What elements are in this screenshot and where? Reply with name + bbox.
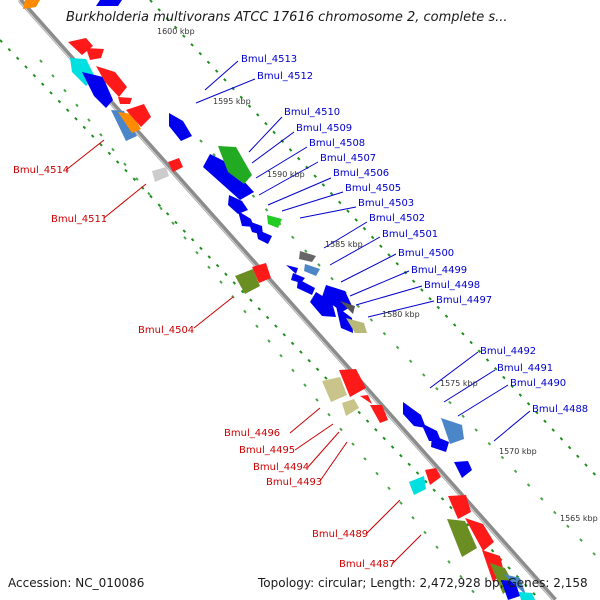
gene-label[interactable]: Bmul_4500: [398, 248, 454, 259]
gene-label[interactable]: Bmul_4490: [510, 378, 566, 389]
gene-label[interactable]: Bmul_4504: [138, 325, 194, 336]
gene-label[interactable]: Bmul_4497: [436, 295, 492, 306]
gene-block[interactable]: [519, 592, 535, 600]
tick-ring-outer: [149, 0, 600, 481]
gene-block[interactable]: [256, 229, 272, 244]
gene-block[interactable]: [267, 215, 282, 228]
tick-ring-mid-inner: [39, 59, 481, 600]
gene-label[interactable]: Bmul_4493: [266, 477, 322, 488]
gene-block[interactable]: [86, 48, 104, 60]
gene-block[interactable]: [235, 269, 260, 294]
gene-block[interactable]: [447, 519, 477, 557]
gene-block[interactable]: [96, 66, 127, 97]
gene-label[interactable]: Bmul_4508: [309, 138, 365, 149]
reverse-genes[interactable]: [23, 0, 535, 600]
gene-block[interactable]: [342, 399, 359, 416]
gene-block[interactable]: [228, 195, 248, 214]
gene-block[interactable]: [118, 112, 141, 133]
gene-block[interactable]: [503, 574, 526, 595]
accession-text: Accession: NC_010086: [8, 576, 144, 590]
gene-label[interactable]: Bmul_4495: [239, 445, 295, 456]
map-title: Burkholderia multivorans ATCC 17616 chro…: [66, 10, 508, 25]
gene-label[interactable]: Bmul_4496: [224, 428, 280, 439]
tick-label: 1595 kbp: [213, 97, 251, 106]
gene-block[interactable]: [340, 301, 355, 314]
tick-label: 1570 kbp: [499, 447, 537, 456]
gene-label[interactable]: Bmul_4514: [13, 165, 69, 176]
forward-label-connectors: [195, 60, 531, 442]
gene-block[interactable]: [297, 279, 315, 295]
gene-block[interactable]: [286, 265, 298, 274]
gene-block[interactable]: [431, 435, 449, 452]
gene-block[interactable]: [346, 318, 367, 333]
gene-block[interactable]: [409, 476, 426, 495]
forward-gene-labels: Bmul_4513 Bmul_4512 Bmul_4510 Bmul_4509 …: [241, 54, 588, 415]
gene-label[interactable]: Bmul_4498: [424, 280, 480, 291]
tick-label: 1585 kbp: [325, 240, 363, 249]
gene-block[interactable]: [441, 418, 464, 444]
gene-block[interactable]: [465, 518, 494, 551]
gene-block[interactable]: [448, 495, 471, 519]
reverse-gene-labels: Bmul_4514 Bmul_4511 Bmul_4504 Bmul_4496 …: [13, 165, 395, 570]
tick-label: 1575 kbp: [440, 379, 478, 388]
gene-block[interactable]: [421, 423, 441, 441]
gene-block[interactable]: [96, 0, 122, 6]
gene-label[interactable]: Bmul_4502: [369, 213, 425, 224]
gene-block[interactable]: [203, 154, 254, 200]
gene-label[interactable]: Bmul_4512: [257, 71, 313, 82]
gene-block[interactable]: [168, 158, 183, 172]
gene-label[interactable]: Bmul_4506: [333, 168, 389, 179]
gene-block[interactable]: [336, 306, 353, 333]
forward-genes[interactable]: [96, 0, 472, 478]
gene-block[interactable]: [126, 104, 151, 127]
gene-block[interactable]: [425, 468, 441, 485]
gene-block[interactable]: [82, 72, 113, 108]
gene-block[interactable]: [360, 395, 372, 404]
tick-ring-inner: [0, 39, 541, 600]
tick-label: 1565 kbp: [560, 514, 598, 523]
gene-block[interactable]: [291, 273, 305, 283]
gene-label[interactable]: Bmul_4503: [358, 198, 414, 209]
kbp-tick-labels: 1600 kbp 1595 kbp 1590 kbp 1585 kbp 1580…: [157, 27, 598, 523]
gene-label[interactable]: Bmul_4492: [480, 346, 536, 357]
gene-block[interactable]: [454, 461, 472, 478]
gene-block[interactable]: [299, 251, 316, 262]
gene-block[interactable]: [111, 110, 137, 141]
gene-block[interactable]: [68, 38, 93, 55]
gene-label[interactable]: Bmul_4501: [382, 229, 438, 240]
gene-label[interactable]: Bmul_4489: [312, 529, 368, 540]
gene-block[interactable]: [304, 264, 320, 276]
gene-block[interactable]: [152, 167, 169, 182]
gene-label[interactable]: Bmul_4507: [320, 153, 376, 164]
gene-block[interactable]: [403, 402, 426, 428]
gene-label[interactable]: Bmul_4488: [532, 404, 588, 415]
gene-block[interactable]: [310, 292, 336, 317]
tick-label: 1590 kbp: [267, 170, 305, 179]
gene-label[interactable]: Bmul_4513: [241, 54, 297, 65]
tick-label: 1600 kbp: [157, 27, 195, 36]
gene-label[interactable]: Bmul_4487: [339, 559, 395, 570]
gene-label[interactable]: Bmul_4511: [51, 214, 107, 225]
reverse-label-connectors: [65, 139, 422, 565]
gene-block[interactable]: [169, 113, 192, 141]
gene-block[interactable]: [339, 369, 366, 397]
gene-block[interactable]: [23, 0, 40, 9]
gene-label[interactable]: Bmul_4509: [296, 123, 352, 134]
gene-label[interactable]: Bmul_4494: [253, 462, 309, 473]
gene-label[interactable]: Bmul_4491: [497, 363, 553, 374]
tick-ring-mid-outer: [199, 139, 600, 561]
gene-block[interactable]: [252, 263, 271, 283]
tick-label: 1580 kbp: [382, 310, 420, 319]
gene-block[interactable]: [218, 146, 252, 184]
topology-summary: Topology: circular; Length: 2,472,928 bp…: [257, 576, 588, 590]
gene-block[interactable]: [322, 377, 347, 402]
gene-block[interactable]: [370, 405, 388, 423]
gene-label[interactable]: Bmul_4505: [345, 183, 401, 194]
gene-block[interactable]: [118, 97, 132, 104]
gene-label[interactable]: Bmul_4510: [284, 107, 340, 118]
gene-label[interactable]: Bmul_4499: [411, 265, 467, 276]
